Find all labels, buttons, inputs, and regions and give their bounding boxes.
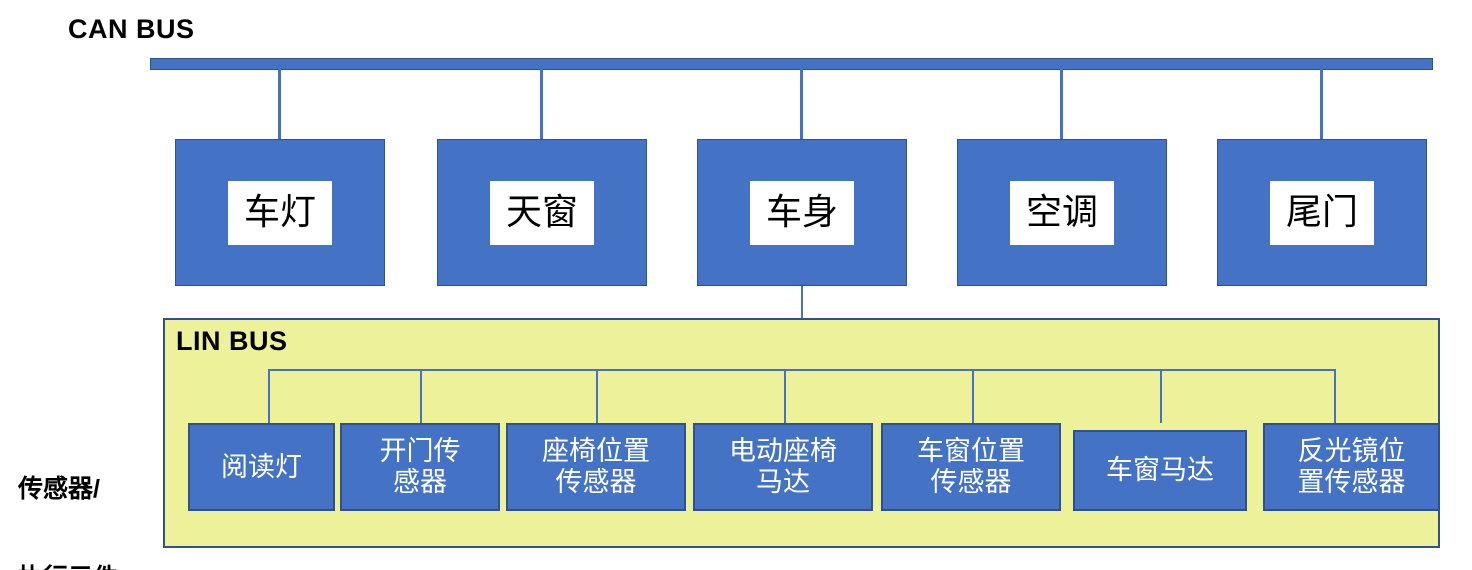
lin-node-window-position-sensor[interactable]: 车窗位置 传感器 [881, 423, 1061, 511]
connector-can-to-ecu-5 [1320, 69, 1323, 140]
can-bus-backbone [150, 58, 1433, 70]
can-bus-title: CAN BUS [68, 14, 195, 44]
ecu-label-tailgate: 尾门 [1269, 180, 1374, 245]
sensors-actuators-label: 传感器/ 执行元件 [18, 416, 118, 570]
ecu-box-hvac[interactable]: 空调 [957, 139, 1167, 286]
lin-node-seat-position-sensor[interactable]: 座椅位置 传感器 [506, 423, 686, 511]
connector-lin-to-node-3 [596, 369, 598, 423]
connector-can-to-ecu-3 [800, 69, 803, 140]
connector-can-to-ecu-1 [278, 69, 281, 140]
connector-lin-to-node-5 [972, 369, 974, 423]
connector-can-to-ecu-2 [540, 69, 543, 140]
lin-node-reading-lamp[interactable]: 阅读灯 [188, 423, 335, 511]
ecu-label-lights: 车灯 [227, 180, 332, 245]
connector-lin-to-node-4 [784, 369, 786, 423]
ecu-box-sunroof[interactable]: 天窗 [437, 139, 647, 286]
connector-can-to-ecu-4 [1060, 69, 1063, 140]
connector-lin-to-node-6 [1160, 369, 1162, 423]
ecu-box-body[interactable]: 车身 [697, 139, 907, 286]
ecu-box-tailgate[interactable]: 尾门 [1217, 139, 1427, 286]
connector-lin-to-node-2 [420, 369, 422, 423]
connector-lin-to-node-1 [268, 369, 270, 423]
lin-bus-title: LIN BUS [176, 326, 288, 356]
ecu-label-hvac: 空调 [1009, 180, 1114, 245]
lin-bus-distribution-line [268, 369, 1335, 371]
connector-lin-to-node-7 [1334, 369, 1336, 423]
sensors-actuators-label-line1: 传感器/ [18, 475, 100, 503]
lin-node-window-motor[interactable]: 车窗马达 [1073, 430, 1247, 511]
ecu-label-sunroof: 天窗 [489, 180, 594, 245]
lin-node-door-open-sensor[interactable]: 开门传 感器 [340, 423, 500, 511]
lin-node-power-seat-motor[interactable]: 电动座椅 马达 [693, 423, 873, 511]
lin-node-mirror-position-sensor[interactable]: 反光镜位 置传感器 [1263, 423, 1440, 511]
ecu-label-body: 车身 [749, 180, 854, 245]
ecu-box-lights[interactable]: 车灯 [175, 139, 385, 286]
sensors-actuators-label-line2: 执行元件 [18, 564, 118, 570]
